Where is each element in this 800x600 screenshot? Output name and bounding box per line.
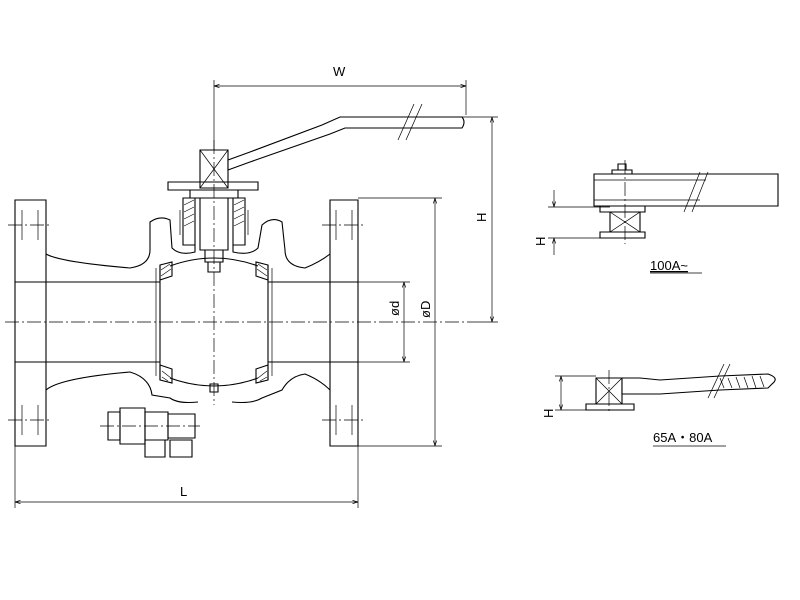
variant-100a-caption: 100A~ [650, 258, 688, 273]
label-od: øD [418, 301, 433, 318]
ball [155, 257, 273, 387]
label-w: W [333, 64, 346, 79]
dimension-width: W [213, 64, 467, 150]
variant-100a-h: H [533, 237, 548, 246]
dimension-length: L [14, 446, 359, 508]
variant-65a-80a: H 65A・80A [541, 363, 776, 447]
bore [15, 281, 358, 363]
label-h: H [474, 213, 489, 222]
valve-main-view [5, 103, 470, 458]
body-bottom-profile [45, 371, 331, 404]
variant-65a-h: H [541, 409, 556, 418]
label-d: ød [387, 301, 402, 316]
stem-assembly [167, 149, 259, 273]
bottom-trunnion [209, 383, 219, 393]
body-top-profile [45, 217, 331, 269]
dimension-height: H [462, 116, 498, 323]
drain-plug [100, 407, 200, 458]
right-flange [322, 199, 366, 447]
lever-handle [227, 116, 465, 171]
variant-65a-caption: 65A・80A [653, 430, 713, 445]
lever-break [397, 103, 423, 141]
label-l: L [180, 484, 187, 499]
variant-100a: H 100A~ [533, 160, 779, 274]
left-flange [8, 199, 52, 447]
dimension-flange-diameter: øD [358, 197, 442, 447]
dimension-bore: ød [358, 281, 410, 363]
